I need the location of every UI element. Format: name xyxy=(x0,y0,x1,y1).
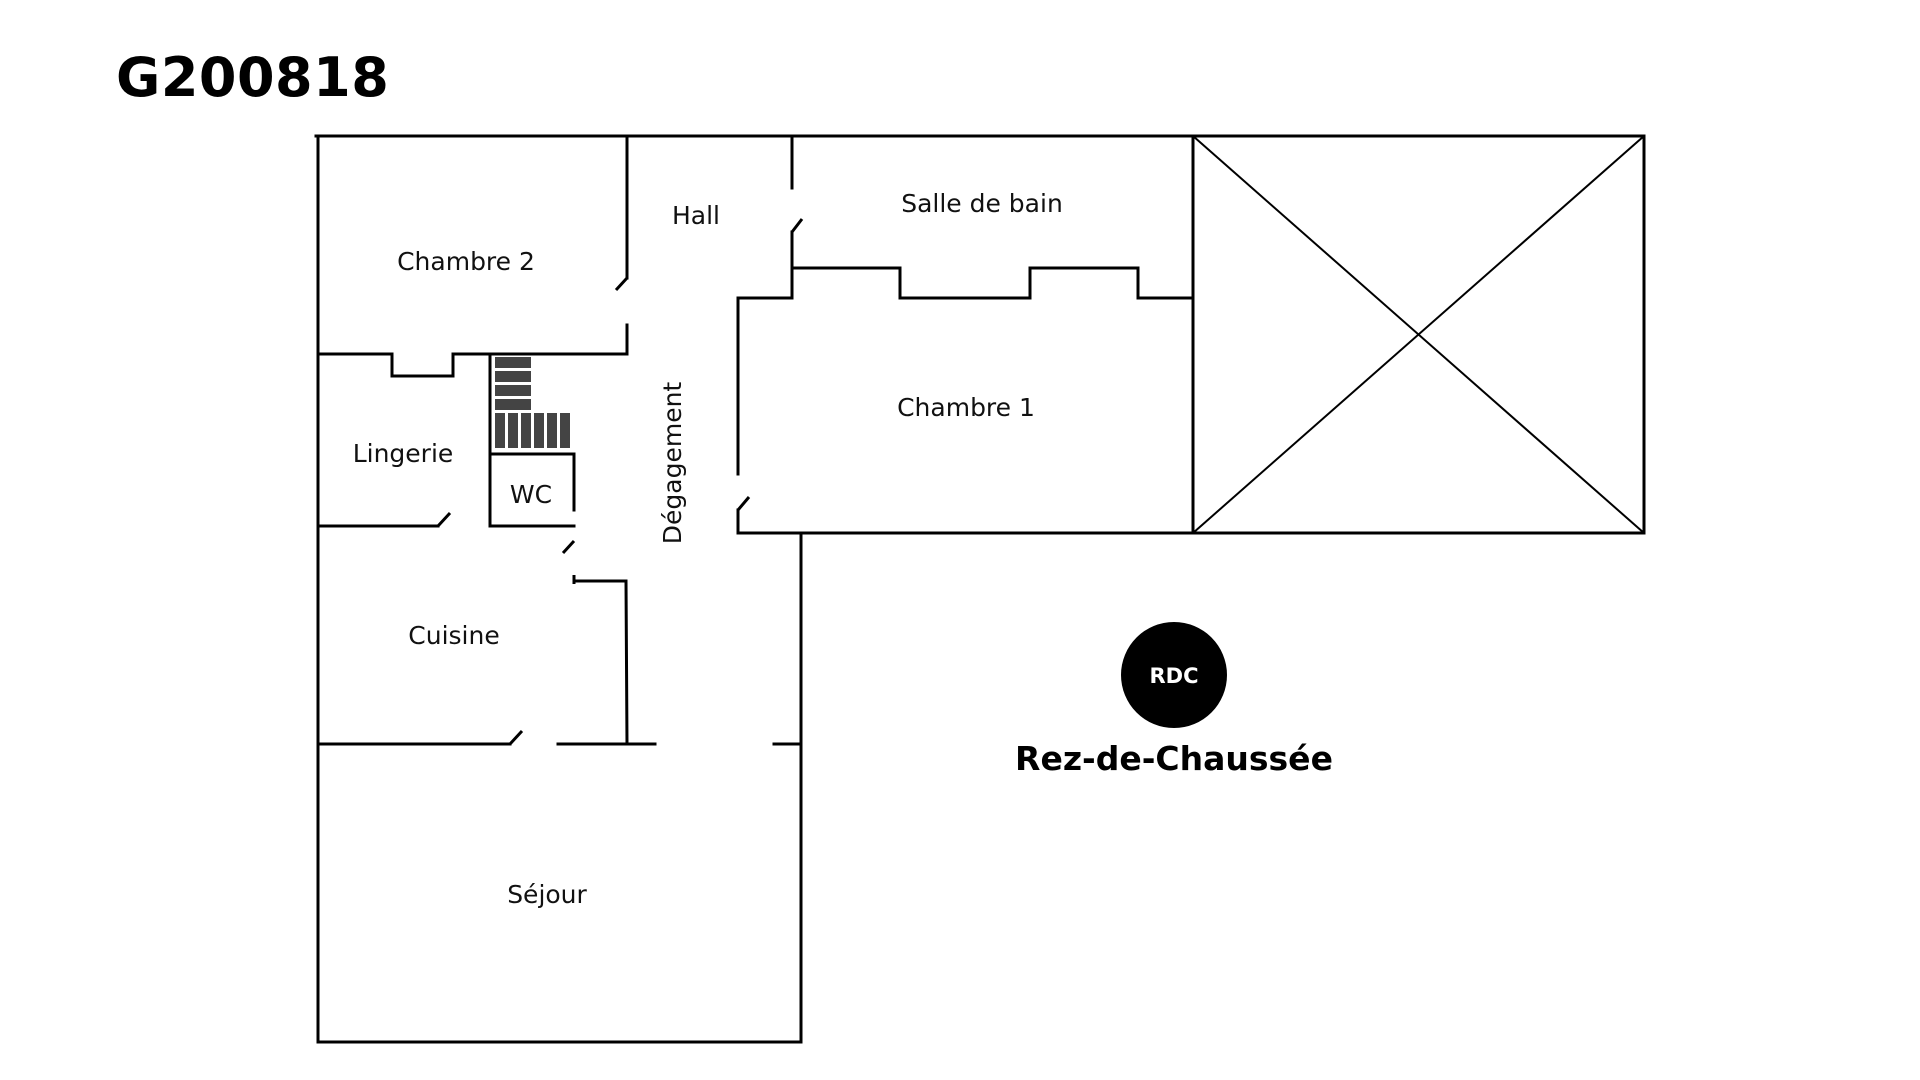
staircase xyxy=(495,357,570,448)
void-diagonal-2 xyxy=(1192,135,1645,534)
room-label-chambre1: Chambre 1 xyxy=(897,393,1035,422)
door-salle-de-bain xyxy=(790,218,804,233)
room-label-hall: Hall xyxy=(672,201,720,230)
room-label-degagement: Dégagement xyxy=(658,382,687,545)
floor-title: Rez-de-Chaussée xyxy=(1015,739,1333,778)
wall-cuisine-right xyxy=(572,579,629,746)
stair-step xyxy=(521,413,531,448)
doors xyxy=(436,218,804,746)
room-label-cuisine: Cuisine xyxy=(408,621,499,650)
floor-indicator: RDC Rez-de-Chaussée xyxy=(1015,622,1333,778)
room-label-chambre2: Chambre 2 xyxy=(397,247,535,276)
wall-chambre1-left xyxy=(736,296,794,476)
room-labels: Chambre 2 Hall Salle de bain Chambre 1 L… xyxy=(353,189,1063,909)
wall-chambre2-bottom xyxy=(316,352,629,378)
door-wc xyxy=(561,539,576,555)
floor-badge-label: RDC xyxy=(1149,664,1198,688)
stair-step xyxy=(547,413,557,448)
stair-step xyxy=(508,413,518,448)
room-label-lingerie: Lingerie xyxy=(353,439,454,468)
floor-badge xyxy=(1121,622,1227,728)
door-chambre1 xyxy=(736,496,751,511)
room-label-wc: WC xyxy=(510,480,552,509)
void-area xyxy=(1192,135,1645,534)
stair-step xyxy=(560,413,570,448)
stair-step xyxy=(495,399,531,410)
room-label-salle-de-bain: Salle de bain xyxy=(901,189,1063,218)
stair-step xyxy=(495,413,505,448)
stair-step xyxy=(495,357,531,368)
plan-code-title: G200818 xyxy=(116,46,390,109)
stair-step xyxy=(534,413,544,448)
stair-step xyxy=(495,371,531,382)
door-lingerie xyxy=(436,511,452,528)
room-label-sejour: Séjour xyxy=(507,880,587,909)
wall-wc xyxy=(488,452,576,512)
stair-step xyxy=(495,385,531,396)
door-chambre2 xyxy=(614,276,629,292)
wall-salle-de-bain-bottom xyxy=(790,266,1195,300)
interior-walls xyxy=(316,134,1195,746)
door-cuisine xyxy=(508,729,524,746)
